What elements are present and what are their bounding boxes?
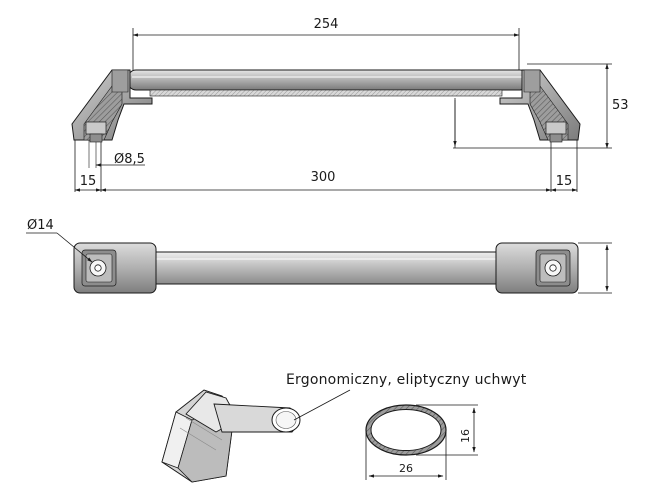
dim-inner-width: 254 <box>314 17 339 32</box>
top-view: Ø14 <box>26 218 612 294</box>
dim-offset-right: 15 <box>556 174 573 189</box>
dim-total-width: 300 <box>311 170 336 185</box>
dim-hole-diameter: Ø8,5 <box>114 152 145 167</box>
tube-top <box>149 251 503 285</box>
caption-ergonomic-handle: Ergonomiczny, eliptyczny uchwyt <box>286 372 527 388</box>
side-section-view: 254 53 Ø8,5 15 300 15 <box>71 17 629 192</box>
dim-ellipse-height: 16 <box>459 429 472 443</box>
dim-offset-left: 15 <box>80 174 97 189</box>
perspective-detail: Ergonomiczny, eliptyczny uchwyt 16 26 <box>161 372 527 483</box>
tube-side <box>127 69 529 91</box>
dim-height: 53 <box>612 98 629 113</box>
dim-ellipse-width: 26 <box>399 462 413 475</box>
dim-end-diameter: Ø14 <box>27 218 54 233</box>
